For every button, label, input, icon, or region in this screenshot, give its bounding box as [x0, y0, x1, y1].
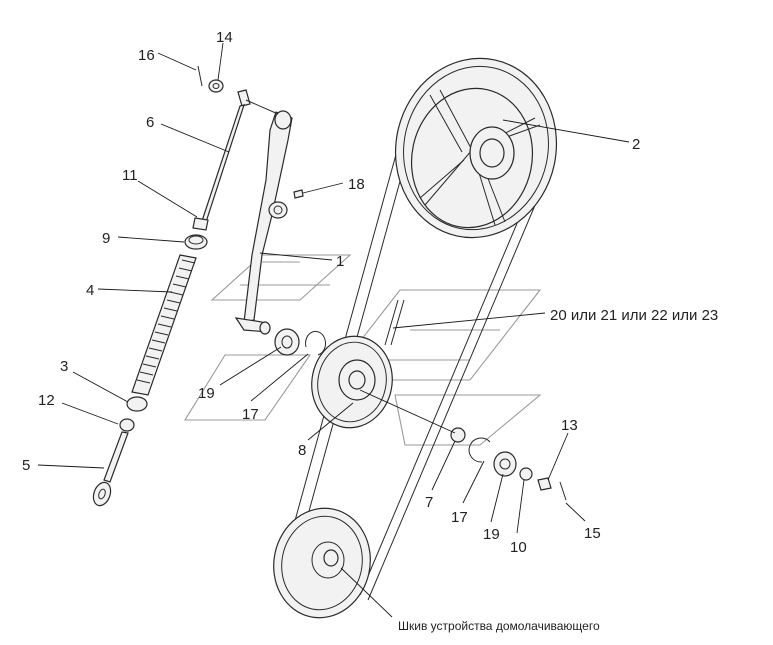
label-1: 1 — [336, 253, 344, 270]
nut-11 — [192, 217, 209, 231]
label-10: 10 — [510, 539, 527, 556]
label-2: 2 — [632, 136, 640, 153]
label-6: 6 — [146, 114, 154, 131]
tension-arm — [234, 110, 293, 335]
retaining-ring-17-left — [305, 330, 326, 356]
label-9: 9 — [102, 230, 110, 247]
label-12: 12 — [38, 392, 55, 409]
label-8: 8 — [298, 442, 306, 459]
label-15: 15 — [584, 525, 601, 542]
bushing-7 — [450, 427, 466, 443]
label-4: 4 — [86, 282, 94, 299]
label-19-left: 19 — [198, 385, 215, 402]
cotter-pin-15 — [559, 481, 567, 501]
label-19-right: 19 — [483, 526, 500, 543]
label-17-right: 17 — [451, 509, 468, 526]
lower-rod — [92, 431, 129, 507]
callout-labels: 16 14 6 11 9 4 3 12 5 18 1 2 20 или 21 и… — [22, 29, 718, 633]
leader-lines — [37, 42, 630, 618]
pin-18 — [293, 189, 304, 199]
nut-13 — [537, 477, 552, 491]
spring — [131, 254, 197, 396]
label-13: 13 — [561, 417, 578, 434]
label-17-left: 17 — [242, 406, 259, 423]
label-11: 11 — [122, 167, 138, 184]
label-16: 16 — [138, 47, 155, 64]
main-pulley — [394, 57, 558, 239]
bearing-19-left — [274, 328, 300, 356]
washer-3 — [126, 396, 148, 412]
washer-9 — [184, 234, 208, 250]
caption-thresher-pulley: Шкив устройства домолачивающего — [398, 619, 600, 633]
retaining-ring-17-right — [468, 437, 491, 463]
label-18: 18 — [348, 176, 365, 193]
label-14: 14 — [216, 29, 233, 46]
tension-pulley — [311, 335, 393, 429]
bearing-19-right — [493, 451, 517, 477]
label-3: 3 — [60, 358, 68, 375]
tension-rod — [197, 65, 279, 223]
label-20-23: 20 или 21 или 22 или 23 — [550, 307, 718, 324]
thresher-pulley — [273, 507, 371, 619]
nut-12 — [119, 418, 135, 432]
label-5: 5 — [22, 457, 30, 474]
label-7: 7 — [425, 494, 433, 511]
washer-10 — [519, 467, 533, 481]
